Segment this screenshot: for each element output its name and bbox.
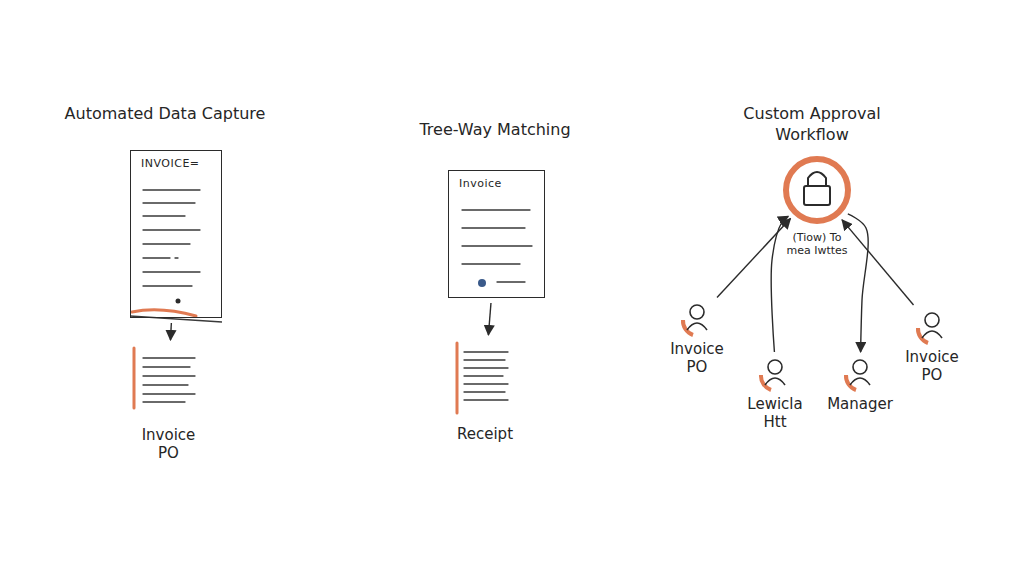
node-label: Invoice PO: [660, 340, 734, 376]
lock-node: (Tiow) To mea Iwttes: [782, 155, 852, 225]
person-node: Invoice PO: [682, 302, 712, 336]
node-label: (Tiow) To mea Iwttes: [784, 231, 850, 257]
person-node: Manager: [845, 357, 875, 391]
person-icon: [761, 360, 785, 390]
node-label: Invoice PO: [140, 426, 198, 462]
document-node: Invoice PO: [132, 345, 205, 410]
section-title: Automated Data Capture: [35, 104, 295, 125]
node-label: Invoice PO: [895, 348, 969, 384]
lock-icon: [786, 159, 848, 221]
document-seal: [478, 279, 486, 287]
person-icon: [846, 360, 870, 390]
connector-arrow: [842, 220, 913, 305]
person-icon: [918, 313, 942, 343]
document-fold: [130, 316, 222, 322]
document-text: INVOICE=: [139, 157, 202, 170]
node-label: Manager: [825, 395, 895, 413]
person-icon: [683, 305, 707, 335]
section-title: Custom Approval Workflow: [737, 104, 887, 146]
connector-arrow: [717, 219, 790, 298]
document-box: Invoice: [448, 170, 545, 298]
connector-arrow: [170, 323, 172, 340]
document-lines: [143, 190, 532, 402]
person-node: Lewicla Htt: [760, 357, 790, 391]
section-title: Tree-Way Matching: [385, 120, 605, 141]
node-label: Receipt: [455, 425, 515, 443]
document-text: Invoice: [457, 177, 504, 190]
node-label: Lewicla Htt: [742, 395, 808, 431]
connector-arrow: [488, 303, 491, 335]
person-node: Invoice PO: [917, 310, 947, 344]
document-node: Receipt: [455, 340, 515, 415]
document-dot: [176, 299, 181, 304]
document-box: INVOICE=: [130, 150, 222, 318]
orange-accents: [132, 310, 457, 413]
connector-arrow: [848, 214, 868, 352]
